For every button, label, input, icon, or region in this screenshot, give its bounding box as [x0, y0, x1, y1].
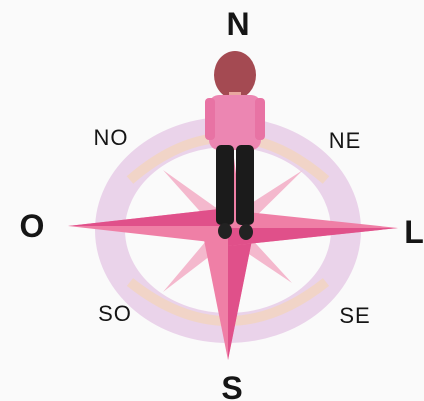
person-shirt — [209, 95, 261, 150]
label-north: N — [226, 8, 249, 40]
person-shirt-sleeve-right — [255, 98, 265, 140]
person-shoe-left — [218, 223, 232, 239]
label-northeast: NE — [329, 130, 362, 152]
label-south: S — [221, 372, 242, 401]
label-southwest: SO — [98, 303, 132, 325]
person-pants-left — [216, 145, 234, 225]
label-southeast: SE — [339, 305, 370, 327]
label-northwest: NO — [94, 127, 129, 149]
person-shirt-sleeve-left — [205, 98, 215, 140]
label-west: O — [20, 210, 45, 242]
person-shoe-right — [239, 224, 253, 240]
person-hair — [214, 51, 256, 99]
label-east: L — [404, 216, 424, 248]
person-pants-right — [236, 145, 254, 225]
